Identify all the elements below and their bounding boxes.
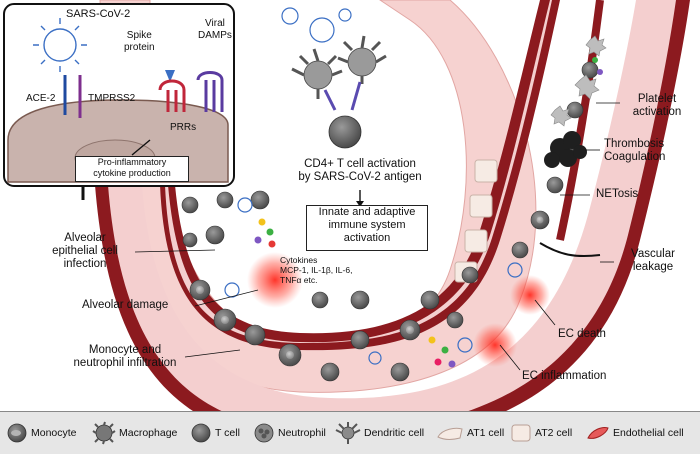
legend-item-macrophage: Macrophage — [92, 412, 177, 454]
leakage-curve-arrow — [539, 242, 601, 258]
platelet-label: Platelet activation — [632, 93, 682, 119]
legend-label-monocyte: Monocyte — [31, 427, 77, 439]
ec-death-glow — [510, 275, 550, 315]
cytokines-label: Cytokines MCP-1, IL-1β, IL-6, TNFα etc. — [280, 255, 353, 285]
legend-label-neutrophil: Neutrophil — [278, 427, 326, 439]
at2-cell-icon — [511, 424, 531, 442]
legend-item-at1-cell: AT1 cell — [436, 412, 504, 454]
thrombosis-label: Thrombosis Coagulation — [604, 138, 666, 164]
legend-label-t-cell: T cell — [215, 427, 240, 439]
macrophage-icon — [92, 421, 116, 445]
thrombus-clot — [544, 131, 587, 168]
cell-type-legend: Monocyte Macrophage T cell Neutrophil De… — [0, 411, 700, 454]
inset-prrs-label: PRRs — [170, 122, 197, 133]
mhc-receptor-lines — [323, 81, 362, 111]
right-vessel-wall — [556, 0, 604, 241]
tcell-activation-label: CD4+ T cell activation by SARS-CoV-2 ant… — [298, 158, 422, 184]
inset-damps-label: Viral DAMPs — [198, 18, 232, 41]
inset-prr-purple — [196, 71, 224, 112]
monocyte-icon — [7, 423, 27, 443]
dendritic-cell-icon — [335, 422, 361, 444]
t-cell — [328, 115, 362, 149]
inset-prr-red — [158, 79, 186, 112]
leakage-label: Vascular leakage — [631, 248, 675, 274]
t-cell-icon — [191, 423, 211, 443]
legend-label-macrophage: Macrophage — [119, 427, 178, 439]
inset-ace2-label: ACE-2 — [26, 93, 56, 104]
netosis-label: NETosis — [596, 188, 639, 200]
legend-item-neutrophil: Neutrophil — [253, 412, 326, 454]
inset-tmprss2-label: TMPRSS2 — [88, 93, 136, 104]
alveolar-damage-label: Alveolar damage — [82, 299, 169, 311]
legend-item-t-cell: T cell — [190, 412, 240, 454]
connector-lines — [134, 102, 620, 371]
virus-particles — [224, 7, 523, 365]
immune-activation-box: Innate and adaptive immune system activa… — [306, 205, 428, 251]
inset-spike-protein — [165, 70, 175, 82]
legend-item-dendritic-cell: Dendritic cell — [335, 412, 424, 454]
legend-label-at2-cell: AT2 cell — [535, 427, 573, 439]
inset-cytokine-box: Pro-inflammatory cytokine production — [75, 156, 189, 182]
ec-inflammation-label: EC inflammation — [522, 370, 607, 382]
platelets — [550, 35, 607, 127]
inset-spike-label: Spike protein — [124, 30, 155, 53]
ec-death-label: EC death — [558, 328, 606, 340]
neutrophil-icon — [254, 423, 274, 443]
endothelial-cell-icon — [587, 427, 609, 439]
ec-inflammation-glow — [473, 323, 517, 367]
alveolar-damage-glow — [247, 252, 303, 308]
inset-virus — [33, 18, 87, 72]
infiltration-label: Monocyte and neutrophil infiltration — [73, 344, 177, 370]
legend-label-endothelial-cell: Endothelial cell — [613, 427, 684, 439]
legend-label-dendritic-cell: Dendritic cell — [364, 427, 425, 439]
legend-item-monocyte: Monocyte — [6, 412, 77, 454]
dendritic-cell-left — [291, 48, 343, 99]
inset-title: SARS-CoV-2 — [66, 8, 131, 20]
inner-vessel-lumen — [165, 0, 552, 344]
cytokine-dots — [254, 57, 603, 368]
at1-cell-icon — [437, 427, 463, 440]
tcell-to-immune-arrowhead — [356, 201, 364, 207]
inset-prr-arrow — [131, 139, 151, 156]
legend-label-at1-cell: AT1 cell — [467, 427, 505, 439]
legend-item-endothelial-cell: Endothelial cell — [586, 412, 684, 454]
legend-item-at2-cell: AT2 cell — [510, 412, 572, 454]
infection-label: Alveolar epithelial cell infection — [52, 232, 118, 271]
dendritic-cell-right — [337, 35, 387, 84]
